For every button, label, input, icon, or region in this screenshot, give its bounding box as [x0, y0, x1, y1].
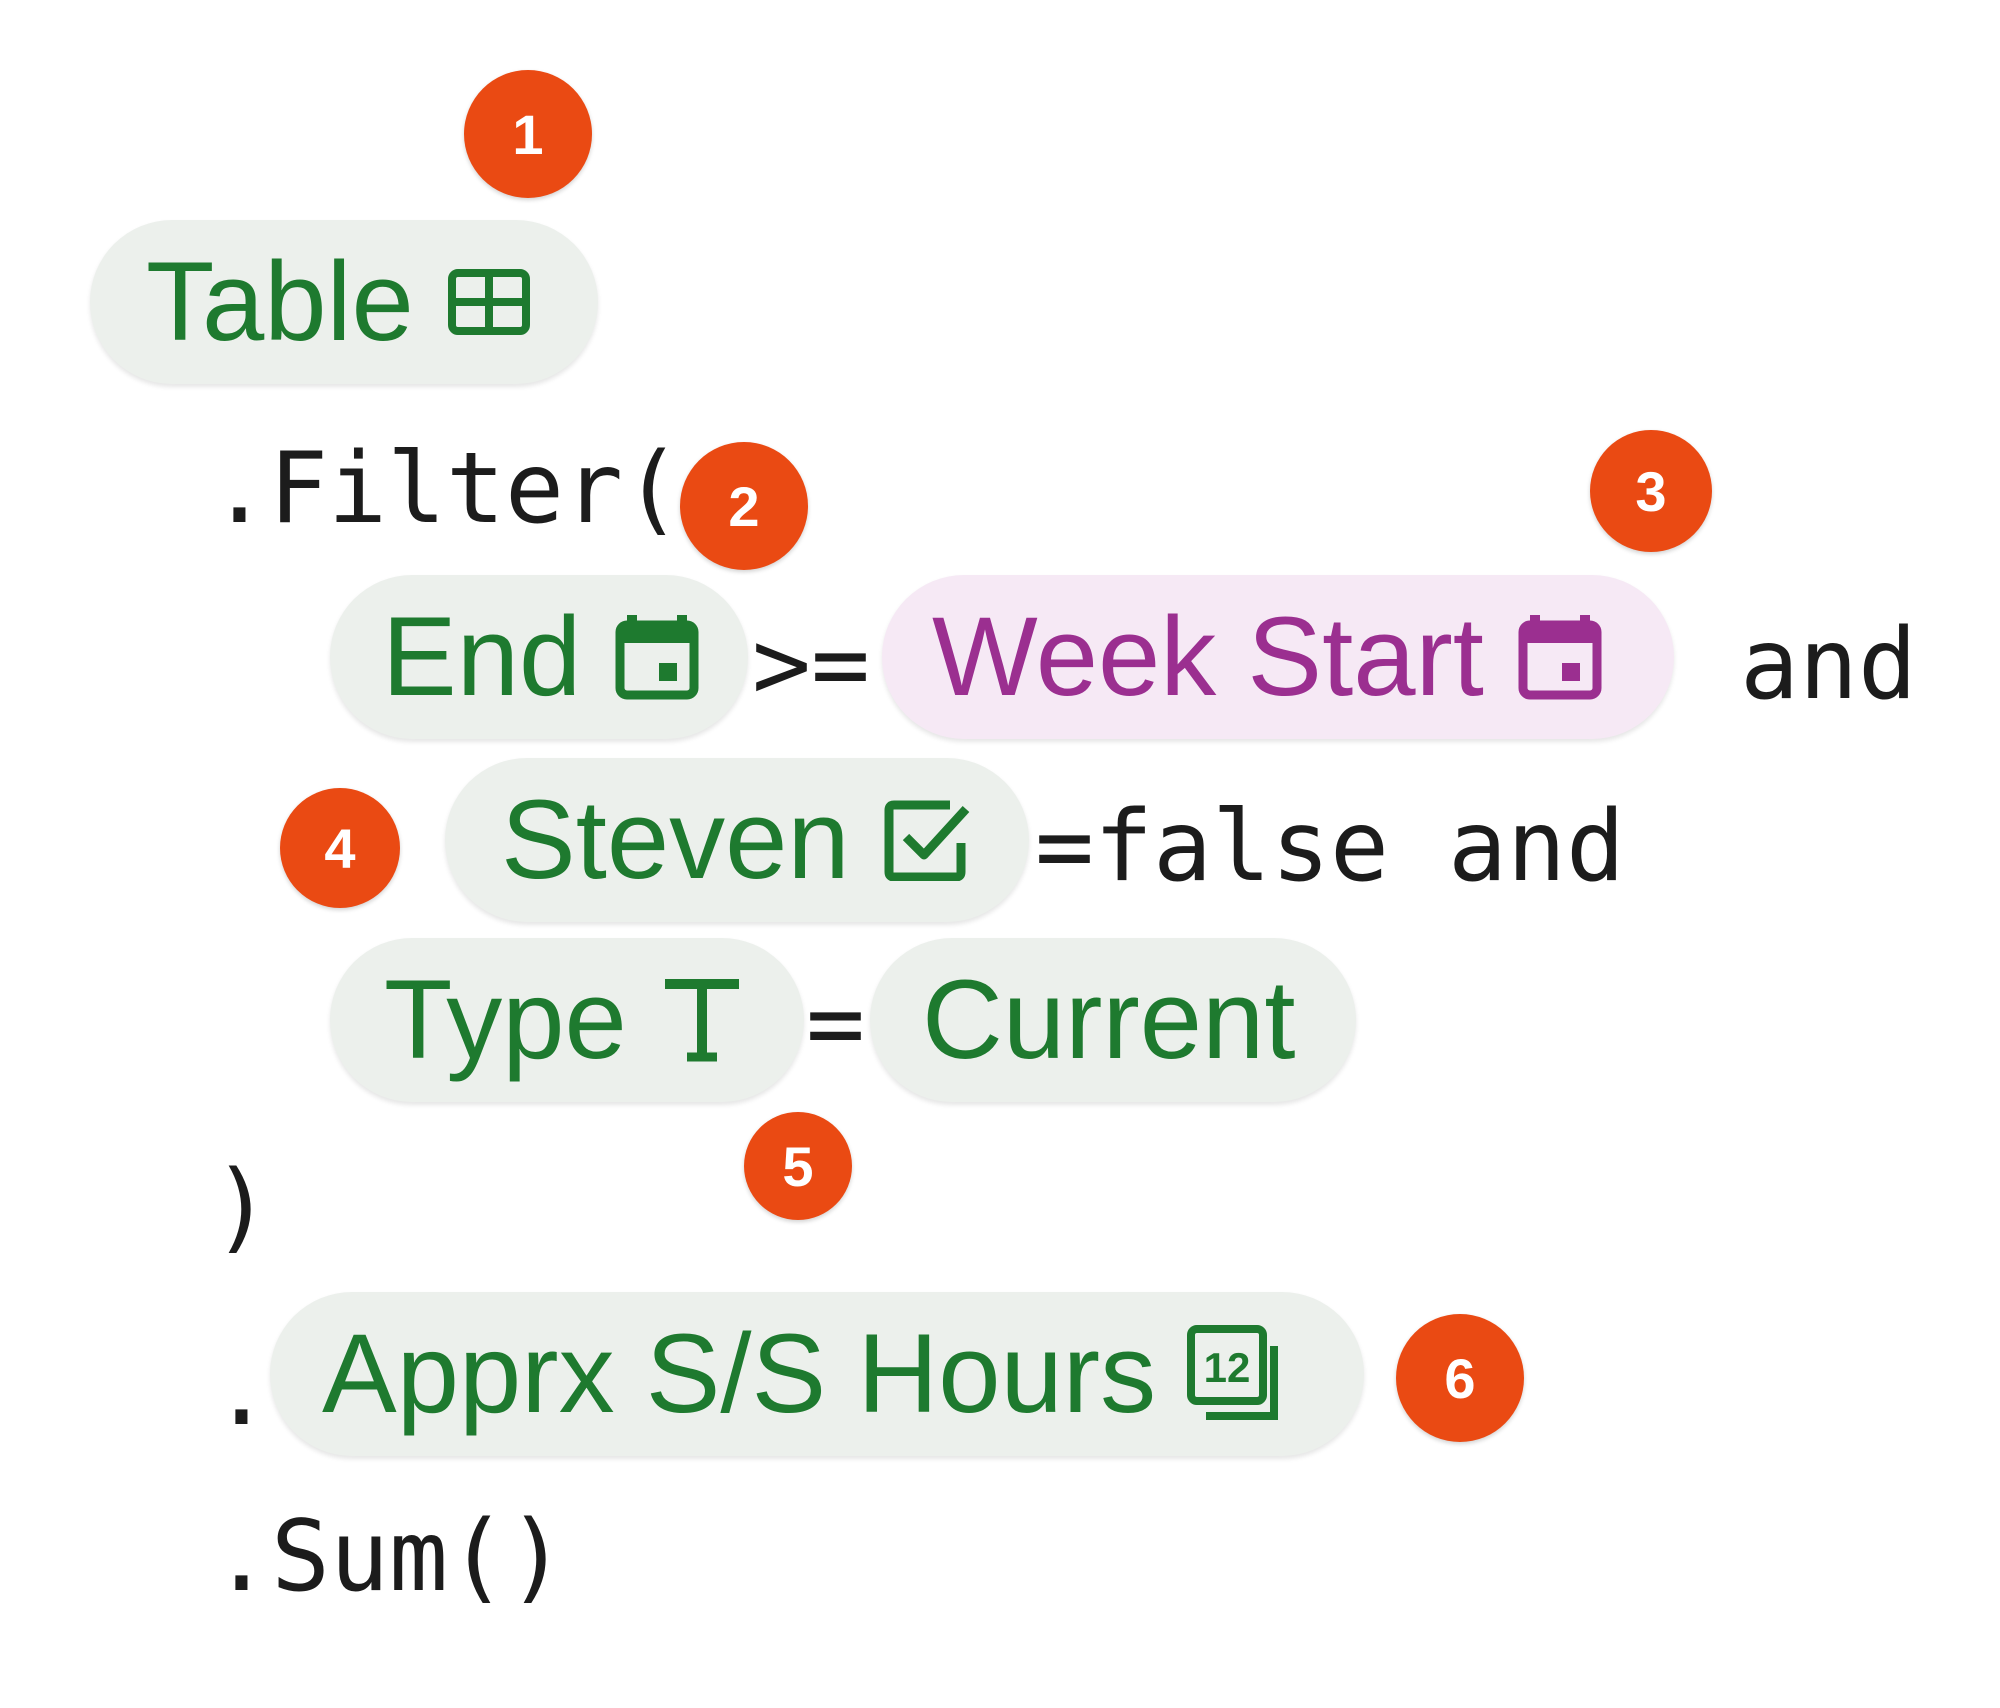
week-start-chip-label: Week Start: [932, 594, 1484, 719]
and-keyword: and: [1740, 608, 1918, 722]
type-chip-label: Type: [384, 957, 627, 1082]
callout-badge-1: 1: [464, 70, 592, 198]
equals-false-and: =false and: [1035, 790, 1626, 904]
type-chip[interactable]: Type: [330, 938, 804, 1102]
table-chip[interactable]: Table: [90, 220, 598, 384]
callout-badge-3: 3: [1590, 430, 1712, 552]
callout-badge-4: 4: [280, 788, 400, 908]
callout-badge-2: 2: [680, 442, 808, 570]
checkbox-icon: [884, 799, 972, 881]
current-chip[interactable]: Current: [870, 938, 1356, 1102]
end-chip-label: End: [382, 594, 582, 719]
end-chip[interactable]: End: [330, 575, 748, 739]
apprx-ss-hours-chip-label: Apprx S/S Hours: [322, 1311, 1157, 1436]
apprx-ss-hours-chip[interactable]: Apprx S/S Hours 12: [270, 1292, 1364, 1456]
steven-chip[interactable]: Steven: [445, 758, 1029, 922]
sum-call: .Sum(): [212, 1500, 567, 1614]
current-chip-label: Current: [922, 957, 1296, 1082]
callout-badge-6: 6: [1396, 1314, 1524, 1442]
table-icon: [447, 269, 530, 335]
text-type-icon: [661, 975, 743, 1065]
svg-text:12: 12: [1204, 1344, 1251, 1391]
close-paren: ): [212, 1150, 272, 1264]
calendar-icon: [1518, 613, 1602, 701]
number-icon: 12: [1186, 1324, 1286, 1424]
table-chip-label: Table: [146, 239, 414, 364]
operator-gte: >=: [752, 608, 871, 722]
dot-accessor: .: [212, 1334, 272, 1448]
callout-badge-5: 5: [744, 1112, 852, 1220]
operator-eq: =: [806, 967, 866, 1081]
week-start-chip[interactable]: Week Start: [882, 575, 1674, 739]
steven-chip-label: Steven: [501, 777, 850, 902]
calendar-icon: [615, 613, 699, 701]
filter-call: .Filter(: [210, 432, 683, 546]
